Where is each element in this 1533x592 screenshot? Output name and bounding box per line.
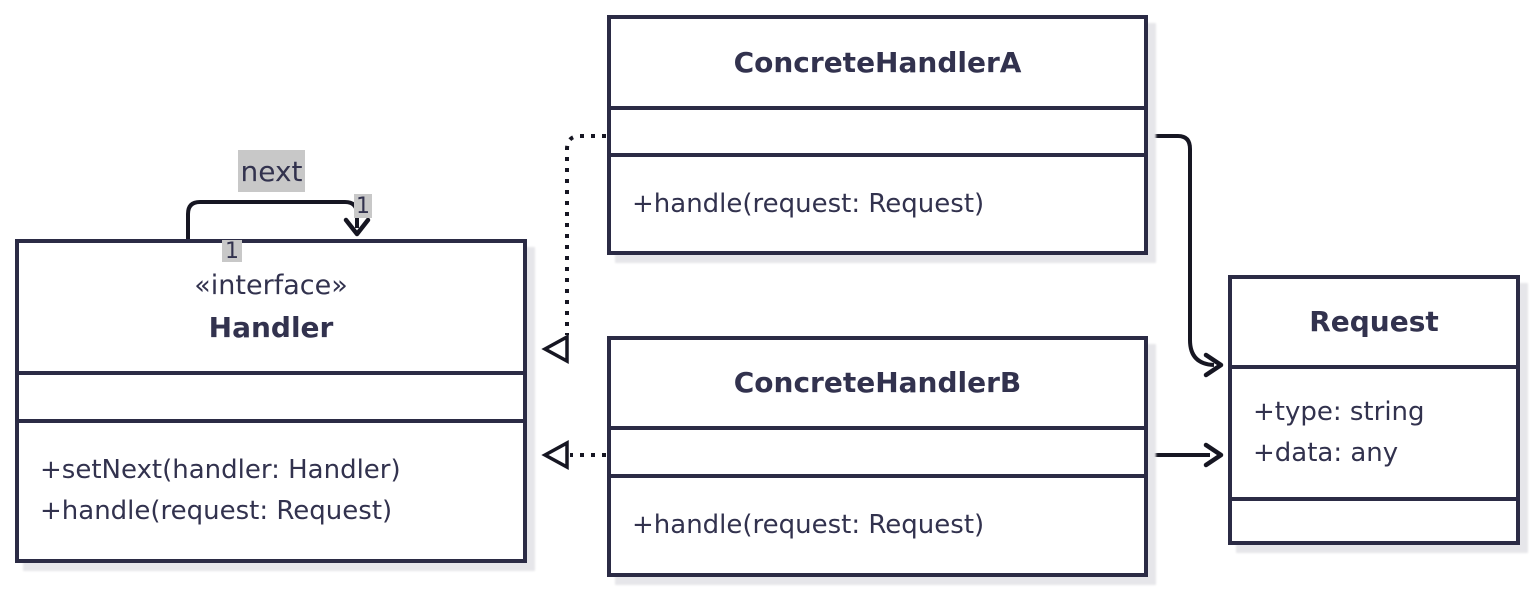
attribute-type: +type: string	[1253, 397, 1425, 427]
class-concrete-handler-b-title: ConcreteHandlerB	[611, 340, 1144, 426]
attribute-data: +data: any	[1253, 438, 1399, 468]
association-a-to-request-arrowhead	[1203, 352, 1224, 378]
class-concrete-handler-a-attributes	[611, 106, 1144, 153]
multiplicity-source-label: 1	[222, 239, 242, 264]
method-handle: +handle(request: Request)	[632, 510, 985, 540]
association-a-to-request-line	[1148, 134, 1215, 367]
multiplicity-target-label: 1	[354, 193, 372, 219]
class-request-methods	[1232, 497, 1516, 541]
class-handler-name: Handler	[208, 311, 334, 344]
class-concrete-handler-b: ConcreteHandlerB +handle(request: Reques…	[607, 336, 1148, 577]
class-handler-methods: +setNext(handler: Handler) +handle(reque…	[19, 419, 523, 559]
class-handler-stereotype: «interface»	[194, 270, 348, 301]
class-concrete-handler-a: ConcreteHandlerA +handle(request: Reques…	[607, 15, 1148, 255]
class-request-name: Request	[1309, 305, 1439, 338]
self-association-next-line	[186, 200, 359, 241]
association-next-label: next	[238, 150, 305, 192]
method-handle: +handle(request: Request)	[40, 496, 393, 526]
self-association-next-arrowhead	[343, 217, 371, 237]
method-setnext: +setNext(handler: Handler)	[40, 455, 401, 485]
realization-a-to-handler-line	[565, 134, 606, 335]
class-concrete-handler-a-name: ConcreteHandlerA	[733, 45, 1022, 79]
method-handle: +handle(request: Request)	[632, 188, 985, 219]
class-concrete-handler-b-attributes	[611, 426, 1144, 474]
class-request: Request +type: string +data: any	[1228, 275, 1520, 545]
realization-a-to-handler-arrowhead	[541, 334, 569, 364]
class-request-title: Request	[1232, 279, 1516, 365]
realization-b-to-handler-arrowhead	[541, 440, 569, 470]
class-handler-title: «interface» Handler	[19, 243, 523, 371]
class-concrete-handler-b-methods: +handle(request: Request)	[611, 474, 1144, 573]
class-handler: «interface» Handler +setNext(handler: Ha…	[15, 239, 527, 563]
class-concrete-handler-a-title: ConcreteHandlerA	[611, 19, 1144, 106]
class-concrete-handler-a-methods: +handle(request: Request)	[611, 153, 1144, 251]
class-concrete-handler-b-name: ConcreteHandlerB	[733, 366, 1022, 399]
class-request-attributes: +type: string +data: any	[1232, 365, 1516, 497]
association-b-to-request-arrowhead	[1203, 442, 1224, 468]
class-handler-attributes	[19, 371, 523, 419]
